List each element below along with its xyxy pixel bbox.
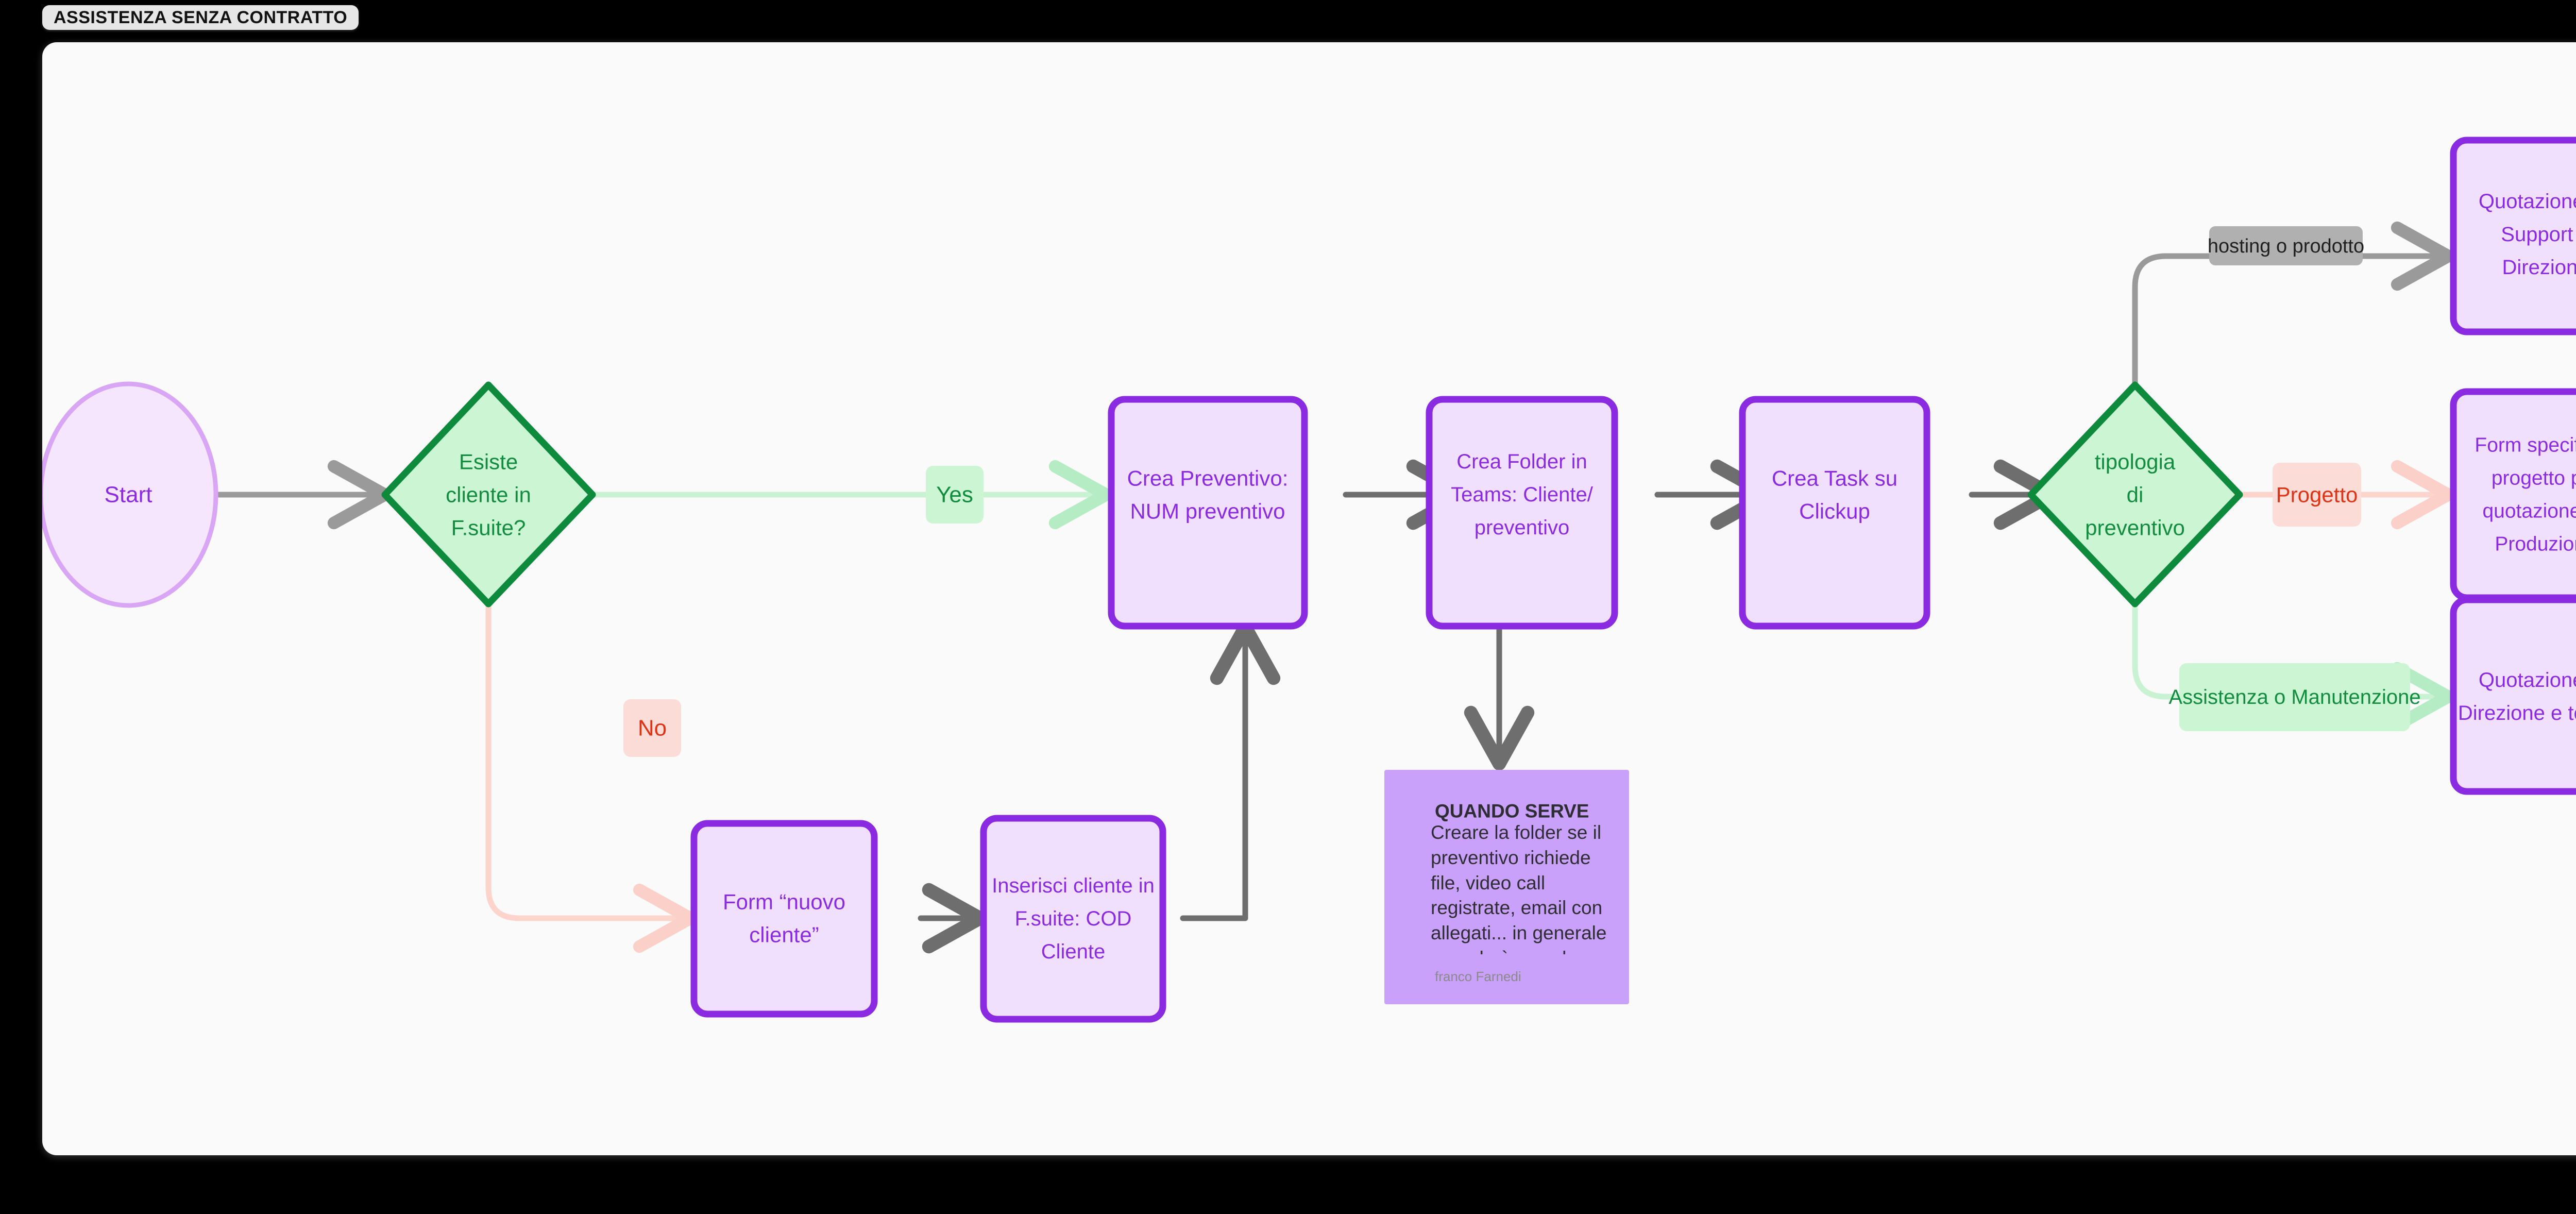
node-crea-folder-line-2: Teams: Cliente/ (1451, 483, 1594, 506)
node-form-specifiche-line-2: progetto per (2492, 467, 2576, 490)
node-inserisci-cliente-line-3: Cliente (1041, 940, 1106, 963)
edge-label-yes-esiste-text: Yes (936, 482, 973, 508)
edge-label-assistenza-text: Assistenza o Manutenzione (2168, 686, 2420, 709)
start-ellipse-shape (42, 381, 218, 608)
node-crea-task[interactable]: Crea Task su Clickup (1739, 396, 1930, 630)
node-quot-support-line-1: Quotazione da (2479, 190, 2576, 213)
form-specifiche-box-shape (2450, 388, 2576, 601)
diagram-canvas[interactable]: Yes No hosting o prodotto Progetto Assis (42, 42, 2576, 1155)
edge-inserisci-crea-preventivo (1180, 620, 1281, 921)
node-quot-support-line-3: Direzione (2502, 256, 2576, 279)
node-esiste-cliente-line-3: F.suite? (451, 516, 526, 540)
crea-folder-box-shape (1426, 396, 1618, 630)
edge-labels-layer: Yes No hosting o prodotto Progetto Assis (623, 226, 2421, 757)
node-tipologia-line-3: preventivo (2085, 516, 2185, 540)
edge-label-no-esiste-text: No (638, 716, 667, 741)
node-quot-direzione-line-1: Quotazione da (2479, 669, 2576, 692)
edge-label-progetto: Progetto (2273, 463, 2361, 527)
node-crea-folder[interactable]: Crea Folder in Teams: Cliente/ preventiv… (1426, 396, 1618, 630)
node-quot-support-line-2: Support o (2501, 223, 2576, 246)
node-tipologia[interactable]: tipologia di preventivo (2027, 381, 2243, 608)
node-form-specifiche-line-4: Produzione (2495, 533, 2576, 555)
sticky-note-background (1384, 770, 1629, 1004)
sticky-note[interactable]: QUANDO SERVE Creare la folder se il prev… (1384, 770, 1629, 1004)
edge-label-hosting-prodotto: hosting o prodotto (2208, 226, 2364, 265)
node-esiste-cliente[interactable]: Esiste cliente in F.suite? (381, 381, 596, 608)
node-form-nuovo[interactable]: Form “nuovo cliente” (690, 820, 878, 1018)
node-tipologia-line-1: tipologia (2095, 450, 2176, 474)
node-form-specifiche-line-1: Form specifiche (2475, 434, 2576, 457)
node-form-nuovo-line-1: Form “nuovo (723, 890, 845, 914)
node-inserisci-cliente-line-2: F.suite: COD (1015, 907, 1132, 930)
node-form-nuovo-line-2: cliente” (749, 923, 819, 947)
sticky-note-body: Creare la folder se il preventivo richie… (1431, 822, 1612, 954)
edge-label-progetto-text: Progetto (2276, 483, 2358, 507)
sticky-note-body-wrap: Creare la folder se il preventivo richie… (1431, 822, 1612, 954)
node-crea-preventivo[interactable]: Crea Preventivo: NUM preventivo (1108, 396, 1308, 630)
form-nuovo-box-shape (690, 820, 878, 1018)
node-form-specifiche[interactable]: Form specifiche progetto per quotazione … (2450, 388, 2576, 601)
node-esiste-cliente-line-2: cliente in (446, 483, 531, 507)
node-quot-support[interactable]: Quotazione da Support o Direzione (2450, 137, 2576, 335)
board-title-text: ASSISTENZA SENZA CONTRATTO (54, 7, 348, 27)
crea-task-box-shape (1739, 396, 1930, 630)
node-start[interactable]: Start (42, 381, 218, 608)
node-quot-direzione-line-2: Direzione e tecnico (2458, 702, 2576, 724)
edge-tipologia-quot-support (2132, 221, 2455, 491)
quot-direzione-box-shape (2450, 596, 2576, 795)
edge-label-assistenza: Assistenza o Manutenzione (2168, 663, 2421, 731)
node-crea-preventivo-line-2: NUM preventivo (1130, 499, 1285, 524)
node-crea-task-line-1: Crea Task su (1772, 466, 1897, 491)
tipologia-diamond-shape (2027, 381, 2243, 608)
sticky-note-heading: QUANDO SERVE (1435, 801, 1589, 822)
edge-label-no-esiste: No (623, 699, 681, 757)
node-crea-folder-line-3: preventivo (1475, 516, 1570, 539)
flowchart-svg[interactable]: Yes No hosting o prodotto Progetto Assis (42, 42, 2576, 1155)
node-crea-task-line-2: Clickup (1799, 499, 1870, 524)
edge-label-yes-esiste: Yes (926, 466, 984, 524)
node-esiste-cliente-line-1: Esiste (459, 450, 518, 474)
sticky-note-author: franco Farnedi (1435, 969, 1521, 984)
node-quot-direzione[interactable]: Quotazione da Direzione e tecnico (2450, 596, 2576, 795)
esiste-cliente-diamond-shape (381, 381, 596, 608)
edge-label-hosting-prodotto-text: hosting o prodotto (2208, 235, 2364, 257)
edges-layer (178, 221, 2455, 954)
inserisci-cliente-box-shape (980, 815, 1166, 1023)
node-crea-folder-line-1: Crea Folder in (1456, 450, 1587, 473)
quot-support-box-shape (2450, 137, 2576, 335)
board-title-chip: ASSISTENZA SENZA CONTRATTO (42, 5, 359, 30)
node-inserisci-cliente-line-1: Inserisci cliente in (992, 874, 1155, 897)
node-start-label: Start (105, 482, 152, 508)
node-tipologia-line-2: di (2127, 483, 2144, 507)
edge-tipologia-quot-direzione (2132, 601, 2455, 732)
node-inserisci-cliente[interactable]: Inserisci cliente in F.suite: COD Client… (980, 815, 1166, 1023)
edge-esiste-form-nuovo (485, 601, 697, 953)
node-form-specifiche-line-3: quotazione da (2482, 500, 2576, 522)
crea-preventivo-box-shape (1108, 396, 1308, 630)
node-crea-preventivo-line-1: Crea Preventivo: (1127, 466, 1289, 491)
